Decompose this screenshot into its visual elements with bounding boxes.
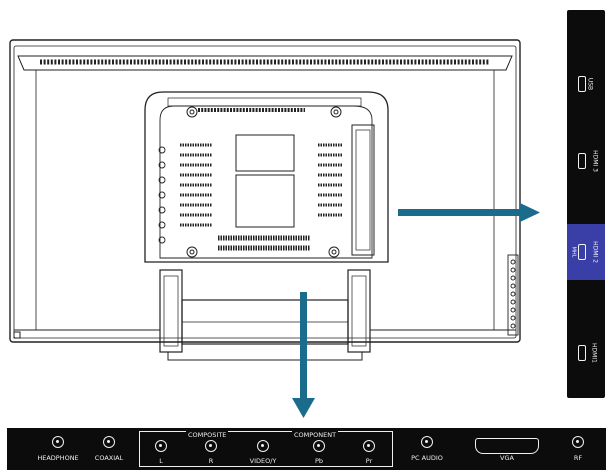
hdmi1-port: HDMI1 bbox=[567, 328, 605, 378]
usb-label: USB bbox=[586, 77, 594, 91]
hdmi3-port: HDMI 3 bbox=[567, 136, 605, 186]
hdmi3-label: HDMI 3 bbox=[591, 150, 599, 172]
hdmi2-label: HDMI 2 bbox=[591, 241, 599, 263]
arrow-right bbox=[398, 203, 540, 222]
composite-title: COMPOSITE bbox=[186, 431, 229, 439]
pb-port: Pb bbox=[303, 428, 335, 470]
rf-jack-icon bbox=[572, 436, 584, 448]
rca-jack-icon bbox=[205, 440, 217, 452]
left-jack-column bbox=[158, 146, 166, 244]
audio-jack-icon bbox=[52, 436, 64, 448]
rca-jack-icon bbox=[313, 440, 325, 452]
pc-audio-label: PC AUDIO bbox=[411, 454, 443, 462]
hdmi-connector-icon bbox=[578, 345, 586, 361]
coaxial-jack-icon bbox=[103, 436, 115, 448]
coaxial-port: COAXIAL bbox=[89, 428, 129, 470]
component-title: COMPONENT bbox=[292, 431, 339, 439]
mhl-tag: MHL bbox=[570, 246, 577, 258]
pr-port: Pr bbox=[353, 428, 385, 470]
side-connector-panel: USB HDMI 3 MHL HDMI 2 HDMI1 bbox=[567, 10, 605, 398]
video-y-label: VIDEO/Y bbox=[249, 457, 277, 465]
audio-r-label: R bbox=[208, 457, 214, 465]
vent-grilles bbox=[180, 143, 342, 251]
hdmi-connector-icon bbox=[578, 153, 586, 169]
vga-port: VGA bbox=[469, 428, 545, 470]
audio-l-port: L bbox=[145, 428, 177, 470]
rf-port: RF bbox=[563, 428, 593, 470]
hdmi1-label: HDMI1 bbox=[590, 343, 598, 363]
usb-connector-icon bbox=[578, 76, 586, 92]
bottom-edge bbox=[13, 329, 516, 339]
inner-plate bbox=[235, 134, 295, 228]
pc-audio-port: PC AUDIO bbox=[405, 428, 449, 470]
bottom-connector-panel: HEADPHONE COAXIAL COMPOSITE COMPONENT L … bbox=[7, 428, 606, 470]
usb-port: USB bbox=[567, 62, 605, 106]
mount-screws bbox=[186, 106, 342, 258]
hdmi2-mhl-port: MHL HDMI 2 bbox=[567, 224, 605, 280]
headphone-port: HEADPHONE bbox=[33, 428, 83, 470]
side-port-strip bbox=[351, 124, 375, 256]
vga-label: VGA bbox=[500, 454, 514, 462]
composite-component-group: COMPOSITE COMPONENT bbox=[139, 431, 393, 467]
stand-legs bbox=[159, 269, 371, 361]
audio-r-port: R bbox=[195, 428, 227, 470]
audio-l-label: L bbox=[159, 457, 163, 465]
pr-label: Pr bbox=[365, 457, 373, 465]
center-housing bbox=[144, 91, 389, 263]
hdmi-connector-icon bbox=[578, 244, 586, 260]
control-buttons bbox=[507, 254, 519, 336]
pb-label: Pb bbox=[314, 457, 324, 465]
coaxial-label: COAXIAL bbox=[94, 454, 124, 462]
tv-body bbox=[9, 39, 521, 343]
video-y-port: VIDEO/Y bbox=[241, 428, 285, 470]
vga-connector-icon bbox=[475, 438, 539, 454]
arrow-down bbox=[292, 292, 315, 418]
audio-jack-icon bbox=[421, 436, 433, 448]
rca-jack-icon bbox=[257, 440, 269, 452]
headphone-label: HEADPHONE bbox=[37, 454, 79, 462]
rca-jack-icon bbox=[155, 440, 167, 452]
rf-label: RF bbox=[573, 454, 583, 462]
rca-jack-icon bbox=[363, 440, 375, 452]
